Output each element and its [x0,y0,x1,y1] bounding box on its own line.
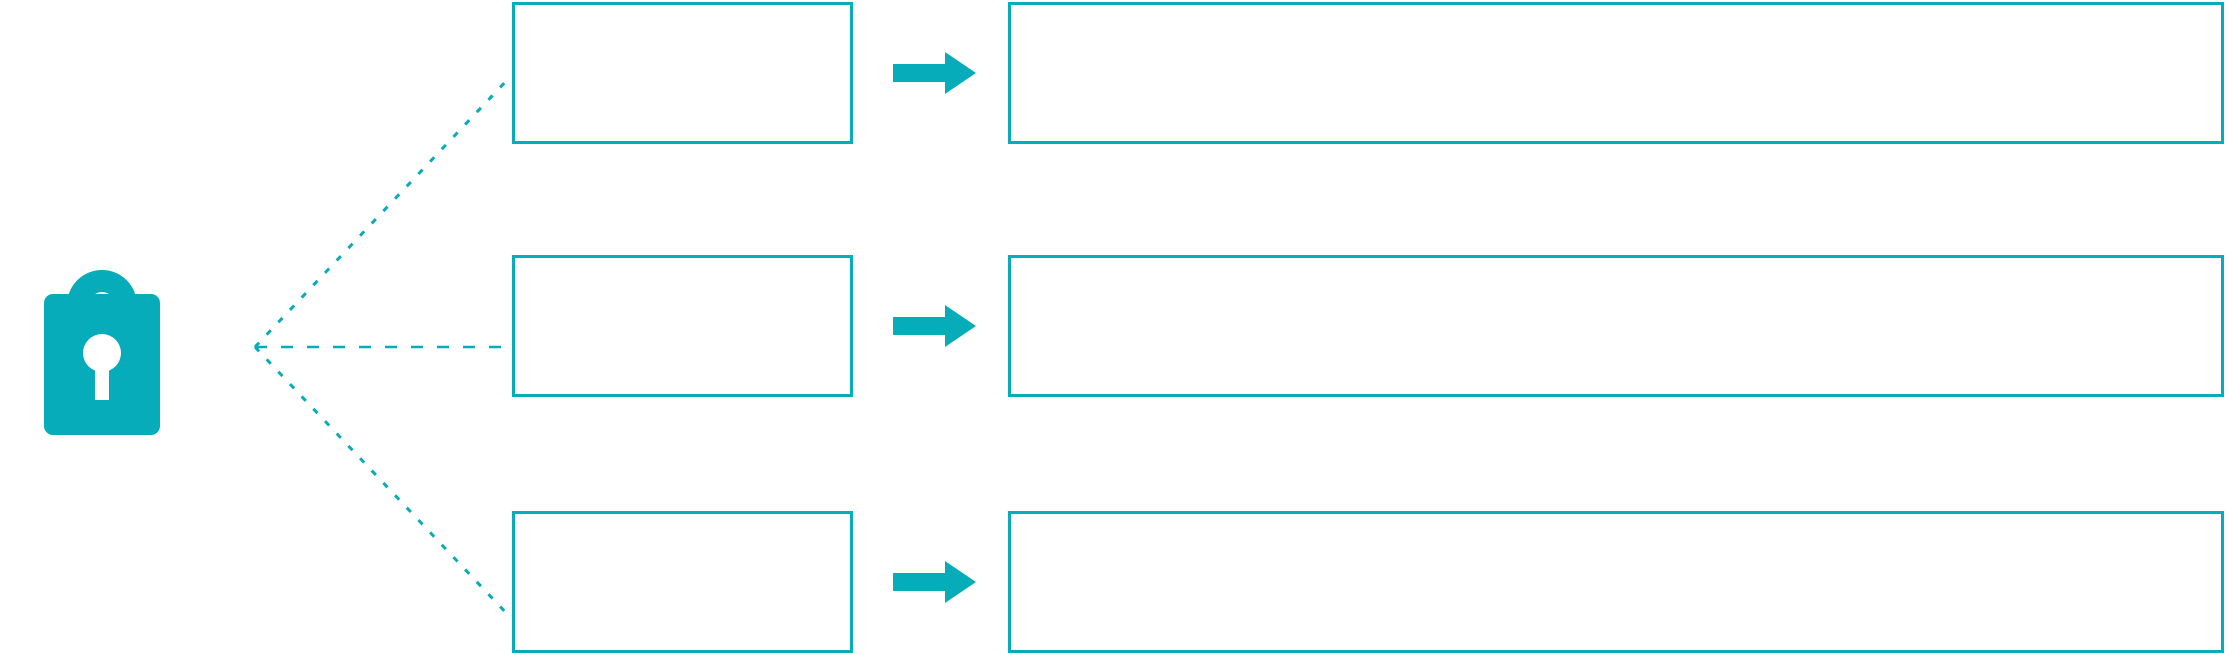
arrow-row-2 [893,304,977,348]
input-box-row-2[interactable] [512,255,853,397]
arrow-row-1 [893,51,977,95]
lock-icon [44,270,160,435]
arrow-right-icon [893,52,976,94]
output-box-row-1[interactable] [1008,2,2224,144]
lock-icon-container [28,210,168,450]
output-box-row-2[interactable] [1008,255,2224,397]
input-box-row-3[interactable] [512,511,853,653]
arrow-right-icon [893,305,976,347]
connector-line-row-3 [253,345,512,619]
arrow-right-icon [893,561,976,603]
output-box-row-3[interactable] [1008,511,2224,653]
input-box-row-1[interactable] [512,2,853,144]
arrow-row-3 [893,560,977,604]
connector-line-row-1 [253,75,512,349]
